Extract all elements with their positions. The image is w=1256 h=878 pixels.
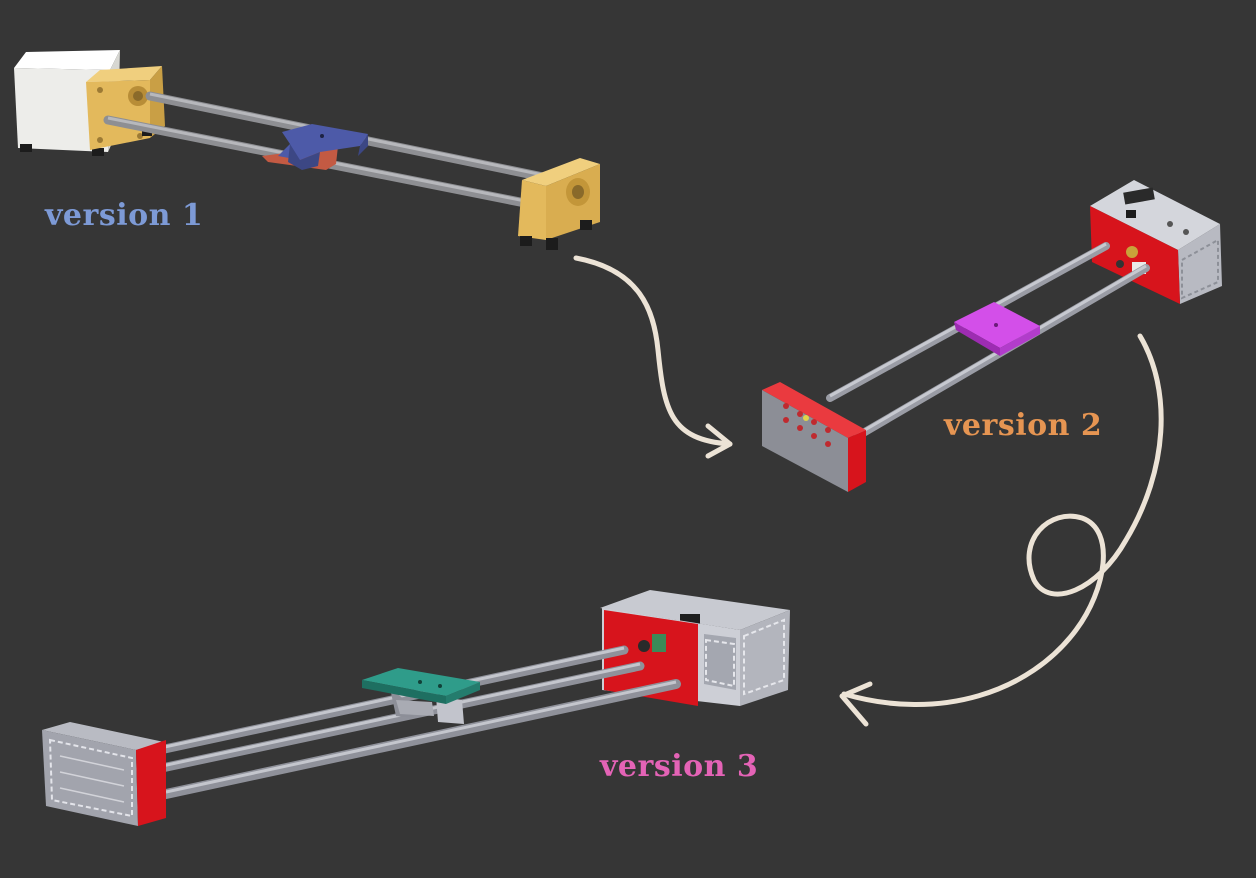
version-1-label: version 1 [45,198,204,233]
version-3-label: version 3 [600,749,759,784]
v2-main-enclosure [1090,180,1222,304]
version-2-slider-model [762,180,1222,492]
v1-left-end-plate [86,66,165,150]
v2-carriage [954,302,1040,356]
v3-rails [155,645,681,799]
arrow-v2-to-v3 [839,333,1164,727]
v3-end-block [42,722,166,826]
v3-main-enclosure [600,590,790,706]
v2-end-block [762,382,866,492]
v1-right-end-plate [518,158,600,250]
version-3-slider-model [42,590,790,826]
arrow-v1-to-v2 [573,255,733,459]
version-1-slider-model [14,50,600,250]
v1-carriage [262,124,368,170]
version-2-label: version 2 [944,408,1103,443]
v3-carriage [362,668,480,724]
